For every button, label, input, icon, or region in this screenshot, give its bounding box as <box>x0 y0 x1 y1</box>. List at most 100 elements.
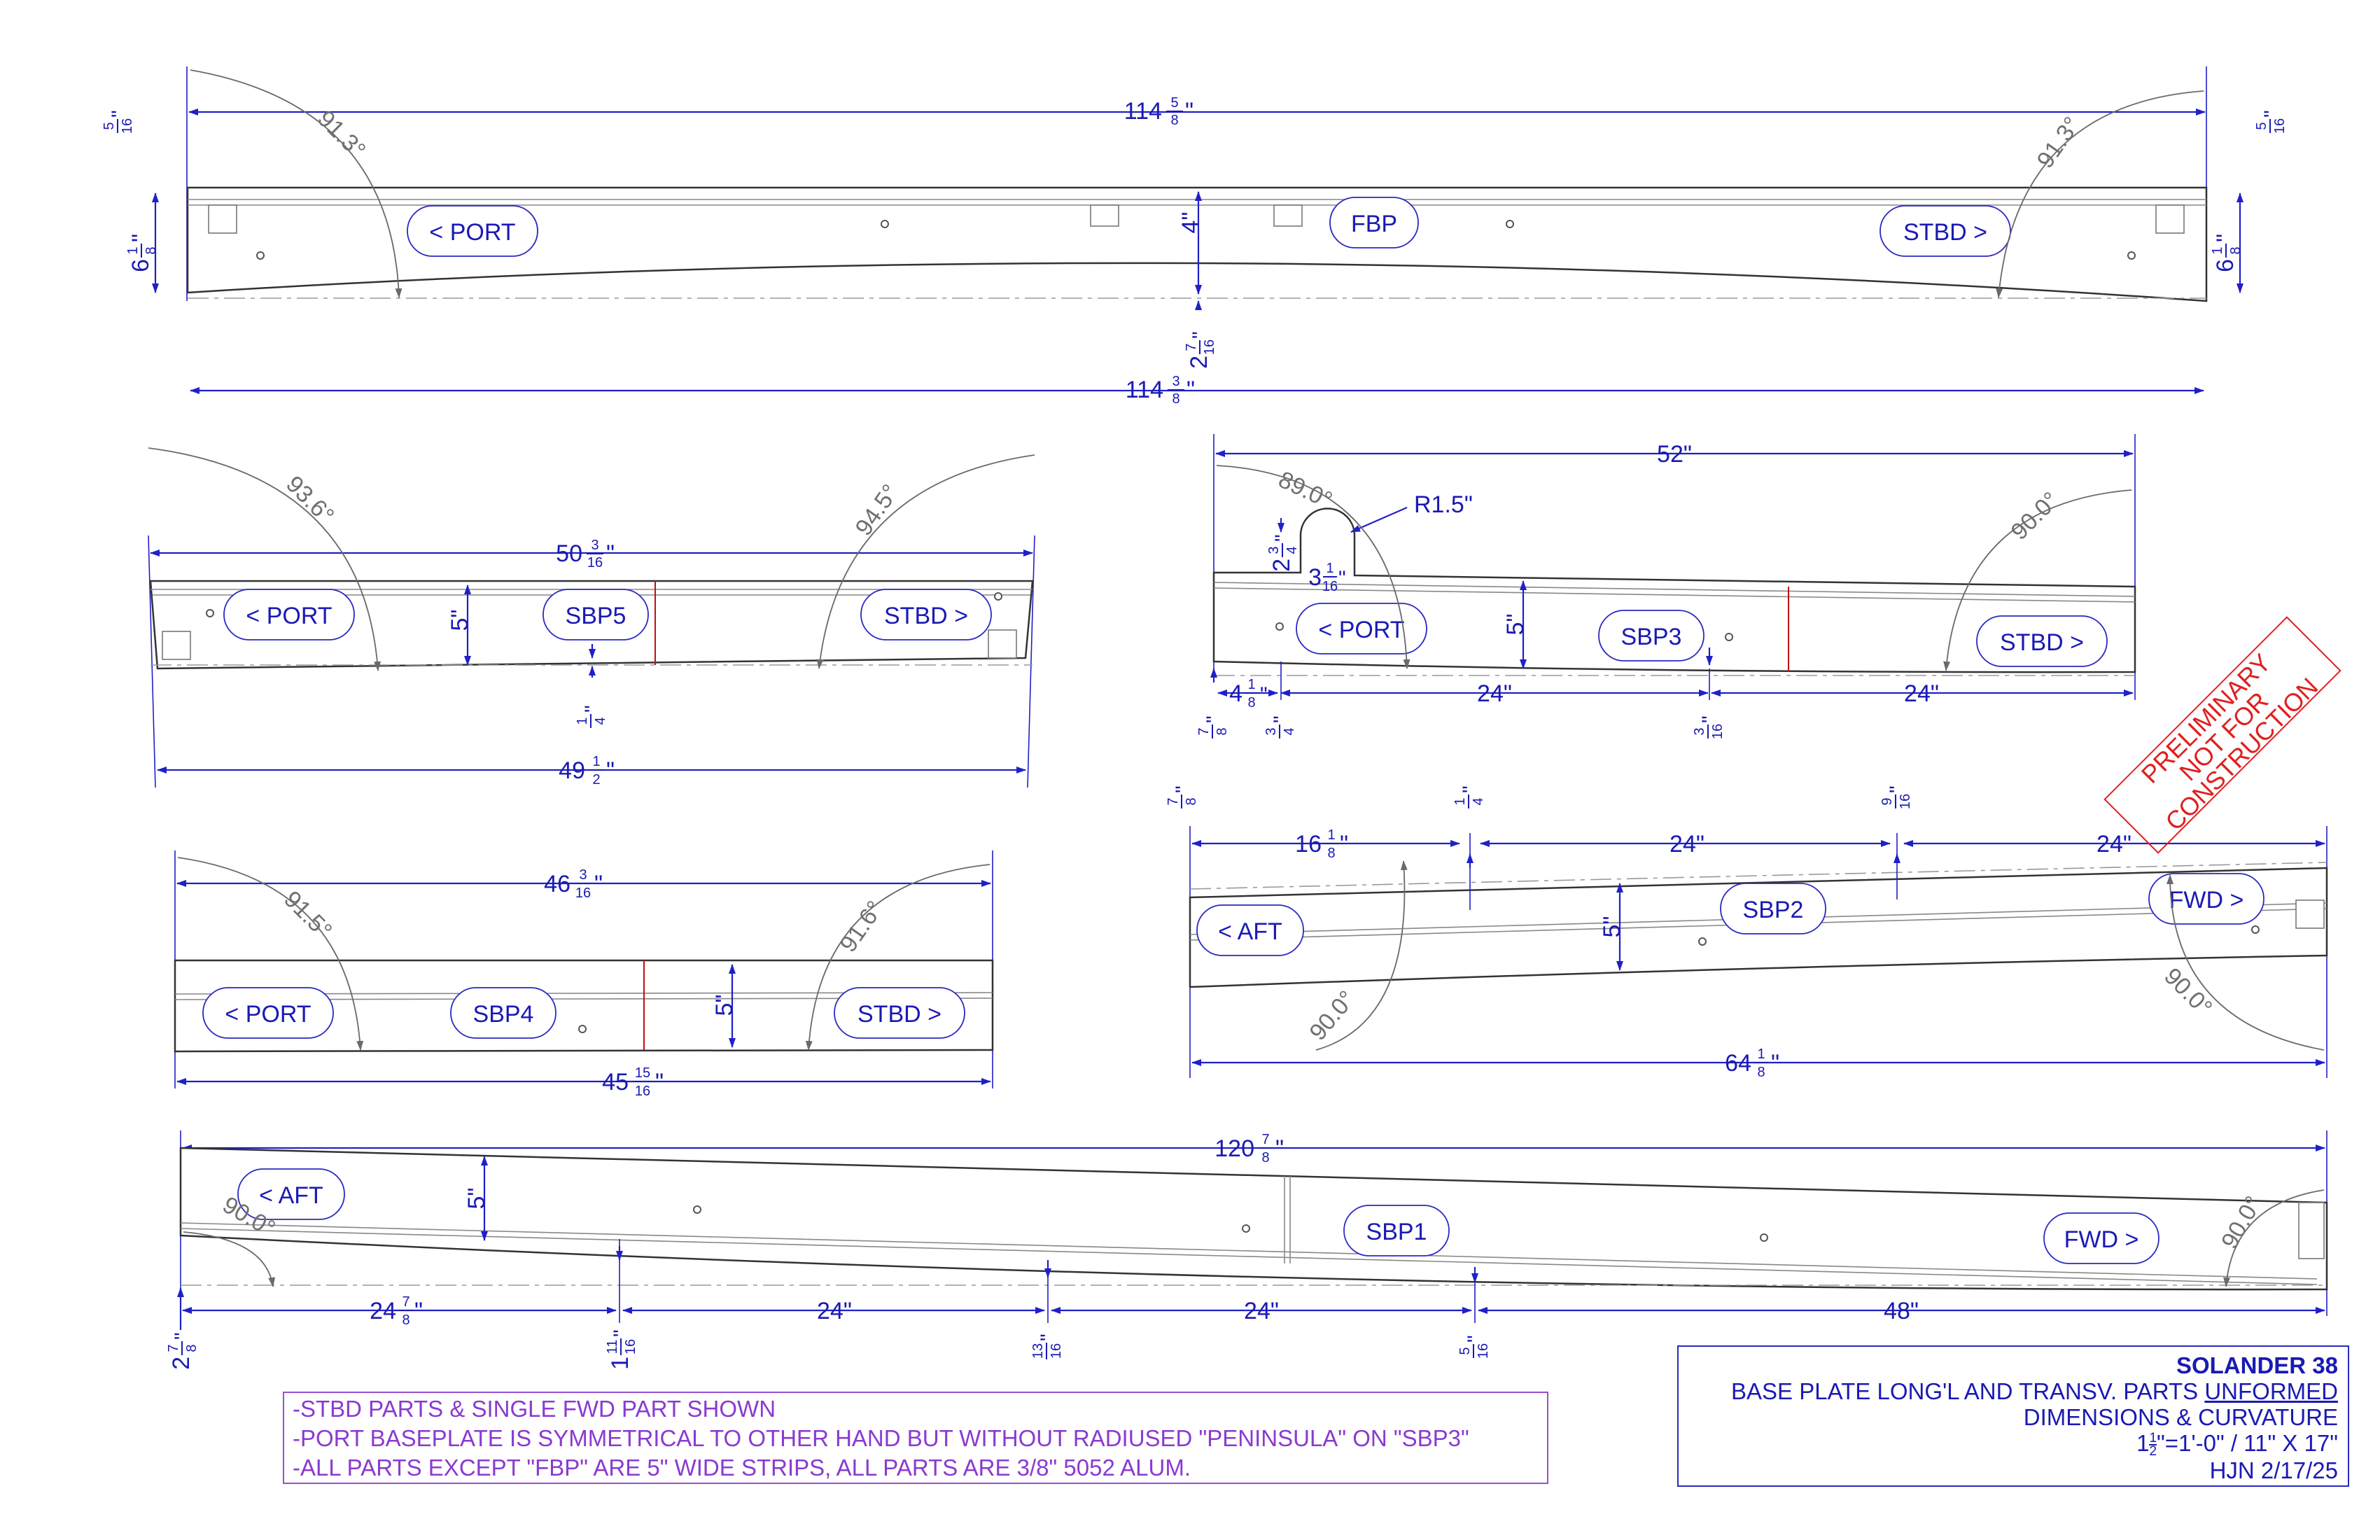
svg-text:2: 2 <box>592 772 600 788</box>
sbp3-width: 5" <box>1502 614 1529 636</box>
svg-text:8: 8 <box>1247 695 1255 710</box>
sbp2-offset-2: 1 4 " <box>1452 785 1486 808</box>
sbp4-stbd-label: STBD > <box>858 1001 941 1028</box>
sbp4-top-length: 46 <box>544 871 570 897</box>
svg-text:1: 1 <box>1327 827 1335 843</box>
svg-text:": " <box>1698 715 1721 723</box>
sbp5-label: SBP5 <box>566 603 626 629</box>
svg-text:": " <box>1271 534 1294 542</box>
svg-text:2: 2 <box>1186 356 1212 369</box>
fbp-label: FBP <box>1351 211 1397 237</box>
sbp4-angle-left: 91.5° <box>279 886 337 944</box>
svg-text:": " <box>108 110 131 118</box>
svg-text:7: 7 <box>1166 797 1181 805</box>
sbp5-offset: 1 4 " <box>575 705 608 728</box>
svg-text:13: 13 <box>1030 1343 1046 1359</box>
sbp5-bottom-length: 49 <box>559 757 585 784</box>
svg-text:7: 7 <box>1261 1132 1269 1147</box>
svg-text:": " <box>594 871 603 897</box>
sbp1-aft-label: < AFT <box>259 1182 323 1209</box>
sbp3-seg2: 24" <box>1477 680 1512 707</box>
svg-text:1: 1 <box>1757 1046 1765 1062</box>
svg-text:": " <box>1037 1334 1060 1341</box>
sbp1-width: 5" <box>463 1188 490 1210</box>
svg-text:": " <box>1771 1050 1779 1077</box>
svg-text:4: 4 <box>593 717 608 724</box>
sbp3-seg3: 24" <box>1904 680 1939 707</box>
svg-text:": " <box>655 1069 664 1096</box>
svg-text:8: 8 <box>1261 1150 1269 1166</box>
svg-text:5: 5 <box>102 122 117 130</box>
sbp2-width: 5" <box>1599 916 1625 938</box>
note-2: -PORT BASEPLATE IS SYMMETRICAL TO OTHER … <box>293 1425 1469 1451</box>
drawing-notes: -STBD PARTS & SINGLE FWD PART SHOWN -POR… <box>283 1392 1548 1484</box>
svg-text:16: 16 <box>587 555 603 570</box>
svg-text:": " <box>606 757 615 784</box>
svg-text:16: 16 <box>1202 340 1217 355</box>
svg-text:": " <box>414 1298 423 1324</box>
fbp-stbd-label: STBD > <box>1903 219 1987 246</box>
sbp1-offset-1: 2 7 8 " <box>166 1332 200 1370</box>
svg-text:16: 16 <box>623 1339 638 1354</box>
svg-text:9: 9 <box>1879 797 1895 805</box>
svg-text:3: 3 <box>591 538 598 553</box>
sbp5-angle-left: 93.6° <box>281 471 339 529</box>
svg-text:16: 16 <box>1322 579 1338 594</box>
svg-text:": " <box>171 1332 194 1340</box>
svg-text:8: 8 <box>1184 797 1199 805</box>
sbp1-offset-3: 13 16 " <box>1030 1334 1064 1359</box>
svg-text:2: 2 <box>1268 559 1295 572</box>
svg-text:6: 6 <box>127 259 154 272</box>
svg-text:8: 8 <box>1327 846 1335 861</box>
sbp1-offset-2: 1 11 16 " <box>605 1329 638 1370</box>
sbp3-peninsula-height: 2 3 4 " <box>1266 534 1300 572</box>
sbp1-seg3: 24" <box>1244 1298 1279 1324</box>
svg-text:": " <box>1340 831 1348 858</box>
fbp-angle-right: 91.3° <box>2032 112 2086 173</box>
part-sbp2: 16 1 8 " 24" 24" < AFT SBP2 FWD > 5" 7 8… <box>1166 785 2328 1080</box>
sbp5-angle-right: 94.5° <box>850 479 904 540</box>
svg-text:": " <box>1189 331 1212 339</box>
svg-text:5: 5 <box>1170 95 1178 111</box>
sbp2-seg1: 16 1 8 " <box>1295 827 1348 861</box>
fbp-offset-left: 5 16 " <box>102 110 135 134</box>
sbp3-angle-right: 90.0° <box>2006 487 2064 545</box>
drawing-description: BASE PLATE LONG'L AND TRANSV. PARTS UNFO… <box>1731 1378 2338 1404</box>
part-sbp3: 52" < PORT SBP3 STBD > 5" R1.5" 2 3 4 " … <box>1196 434 2136 739</box>
svg-text:16: 16 <box>575 886 591 901</box>
sbp2-bottom-length: 64 <box>1725 1050 1751 1077</box>
drawing-subtitle: DIMENSIONS & CURVATURE <box>2023 1404 2338 1430</box>
sbp1-label: SBP1 <box>1366 1219 1427 1245</box>
svg-text:1: 1 <box>1247 677 1255 692</box>
fbp-offset-bottom: 2 7 16 " <box>1184 331 1217 369</box>
fbp-bottom-length: 114 <box>1126 377 1163 403</box>
sbp3-offset-1: 7 8 " <box>1196 715 1230 738</box>
sbp2-fwd-label: FWD > <box>2169 887 2244 913</box>
sbp3-angle-left: 89.0° <box>1274 466 1336 514</box>
svg-text:8: 8 <box>402 1312 410 1328</box>
svg-text:16: 16 <box>1476 1343 1491 1359</box>
svg-text:8: 8 <box>1214 727 1230 735</box>
svg-text:7: 7 <box>166 1344 181 1352</box>
svg-text:15: 15 <box>635 1065 650 1081</box>
svg-text:": " <box>127 234 154 242</box>
fbp-top-length: 114 <box>1124 98 1162 125</box>
svg-text:": " <box>1203 715 1226 723</box>
svg-text:1: 1 <box>592 754 600 769</box>
fbp-end-right: 6 1 8 " <box>2210 234 2244 272</box>
svg-text:1: 1 <box>575 717 590 724</box>
sbp5-stbd-label: STBD > <box>884 603 968 629</box>
svg-text:16: 16 <box>1049 1343 1064 1359</box>
svg-text:": " <box>1338 567 1346 590</box>
svg-text:": " <box>1275 1135 1284 1162</box>
sbp4-width: 5" <box>711 995 738 1016</box>
title-block: SOLANDER 38 BASE PLATE LONG'L AND TRANSV… <box>1677 1345 2349 1487</box>
svg-text:4: 4 <box>1229 680 1242 707</box>
sbp2-offset-1: 7 8 " <box>1166 785 1199 808</box>
svg-text:": " <box>581 705 604 713</box>
svg-text:8: 8 <box>184 1344 200 1352</box>
svg-text:": " <box>1270 715 1293 723</box>
svg-text:2: 2 <box>168 1357 195 1370</box>
sbp4-port-label: < PORT <box>225 1001 311 1028</box>
